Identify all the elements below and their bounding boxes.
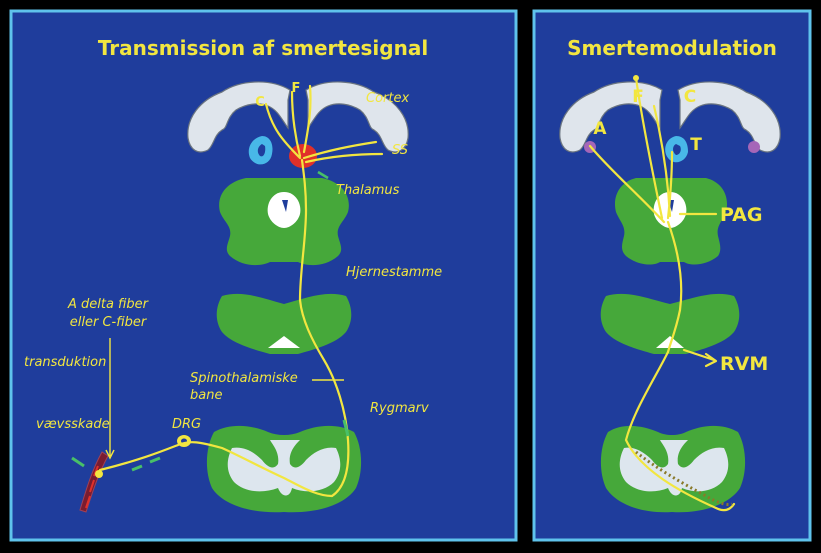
label-spinothalamiske-2: bane: [190, 388, 222, 403]
label-a-right: A: [593, 119, 607, 139]
amygdala-marker-right: [748, 141, 760, 153]
label-f-right: F: [632, 87, 644, 107]
label-a-delta-2: eller C-fiber: [70, 315, 148, 330]
nociceptor-ending: [95, 470, 103, 478]
right-panel-title: Smertemodulation: [567, 36, 777, 60]
label-hjernestamme: Hjernestamme: [346, 265, 442, 280]
label-spinothalamiske-1: Spinothalamiske: [190, 371, 298, 386]
label-f-left: F: [292, 81, 301, 96]
label-cortex: Cortex: [366, 91, 409, 106]
label-rvm: RVM: [720, 353, 768, 375]
label-t-right: T: [690, 135, 702, 155]
label-transduktion: transduktion: [24, 355, 106, 370]
label-pag: PAG: [720, 204, 762, 226]
label-c-left: C: [255, 95, 265, 110]
left-panel-title: Transmission af smertesignal: [98, 36, 428, 60]
label-c-right: C: [684, 87, 696, 107]
label-ss: SS: [392, 143, 408, 158]
label-drg: DRG: [172, 417, 201, 432]
label-thalamus: Thalamus: [336, 183, 400, 198]
label-vaevsskade: vævsskade: [36, 417, 110, 432]
label-a-delta-1: A delta fiber: [67, 297, 150, 312]
label-rygmarv: Rygmarv: [370, 401, 429, 416]
left-panel: Transmission af smertesignal: [11, 11, 516, 540]
right-panel: Smertemodulation F C A T PAG RVM: [534, 11, 810, 540]
frontal-origin-dot: [633, 75, 639, 81]
